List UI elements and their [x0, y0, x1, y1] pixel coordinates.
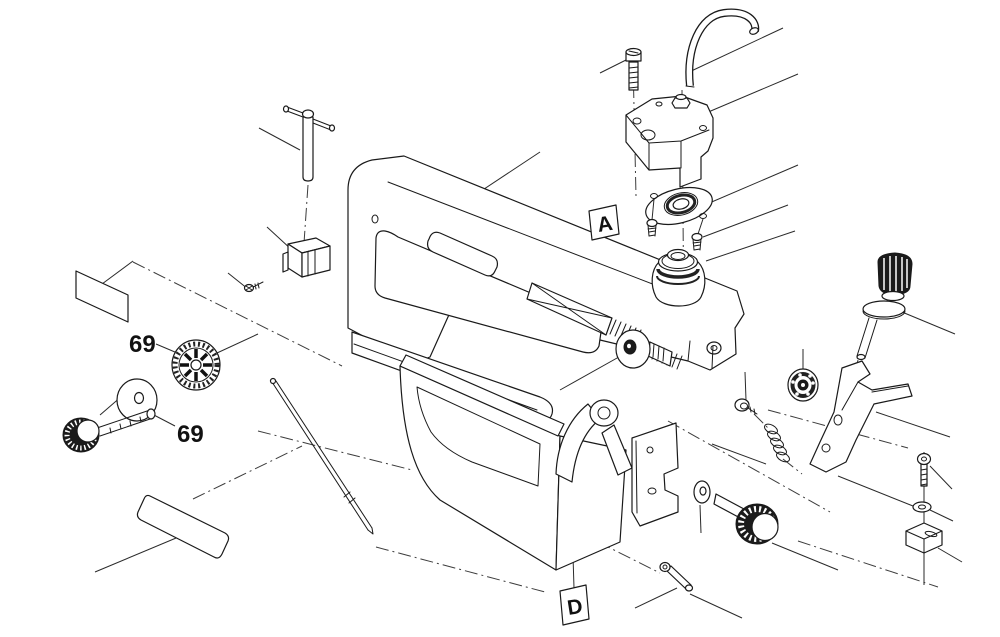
section-marker-d: D — [566, 595, 585, 620]
base-housing — [399, 354, 679, 571]
tension-spring — [764, 423, 790, 463]
t-handle-wrench — [282, 105, 336, 182]
section-marker-a: A — [596, 212, 615, 237]
tension-knob — [856, 252, 913, 361]
cover-screw — [625, 47, 642, 91]
hose-nut — [671, 97, 691, 109]
section-marker-a-box: A — [588, 204, 620, 241]
clamp-knob-bottom — [713, 493, 779, 545]
callout-69-upper: 69 — [129, 331, 156, 358]
arm-pulley-disc — [615, 329, 651, 369]
flange-bolts — [646, 218, 703, 251]
instruction-label-plate — [136, 494, 230, 559]
bellows-boot — [651, 248, 706, 307]
blank-label-plate — [75, 270, 129, 323]
blade-clamp-bracket — [905, 522, 943, 554]
wrench-holder-clip — [282, 237, 331, 278]
section-marker-d-box: D — [559, 584, 590, 626]
callout-69-lower: 69 — [177, 421, 204, 448]
bearing-flange — [645, 186, 713, 235]
pivot-screw — [734, 398, 758, 415]
support-strut — [555, 403, 601, 483]
hinge-pin — [659, 561, 694, 592]
blade-rod — [269, 377, 374, 535]
clip-screw — [243, 281, 264, 293]
foot-washer — [912, 501, 932, 513]
foot-screw — [916, 452, 932, 487]
ball-bearing — [787, 368, 819, 402]
blower-hose-hook — [685, 8, 760, 88]
part-69-knurled-wheel — [171, 339, 221, 391]
gearbox-cover-plate — [625, 93, 714, 188]
upper-arm-frame — [347, 155, 745, 371]
pivot-eye-ring — [589, 399, 619, 427]
clamp-washer-bottom — [693, 480, 711, 504]
tension-lever-arm — [809, 360, 913, 473]
thumb-knob-left — [62, 408, 156, 453]
right-wall-bracket — [631, 422, 679, 527]
